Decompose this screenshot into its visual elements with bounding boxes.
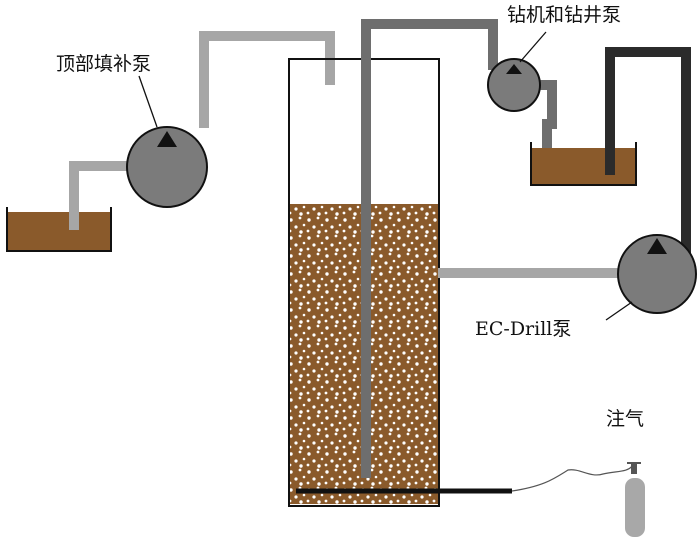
right-tank-liquid — [532, 148, 635, 184]
right-tank-outline — [530, 142, 637, 186]
pipe-drill-string — [361, 19, 498, 478]
pipe-left-tank-to-top-pump — [69, 161, 128, 230]
ec-drill-pump — [617, 234, 697, 314]
label-gas-injection: 注气 — [606, 408, 644, 430]
gas-cylinder-valve — [631, 462, 637, 474]
leader-drill-pump — [519, 31, 547, 63]
leader-ec-pump — [605, 301, 633, 321]
pump-arrow-icon — [647, 238, 667, 254]
gas-cylinder-icon — [625, 462, 645, 537]
gas-cylinder-body — [625, 478, 645, 537]
label-drill-pump: 钻机和钻井泵 — [507, 4, 621, 26]
right-tank — [530, 142, 637, 186]
left-tank-outline — [6, 207, 112, 252]
label-top-fill-pump: 顶部填补泵 — [56, 53, 151, 75]
pump-icon — [617, 234, 697, 314]
pipe-top-pump-to-vessel — [199, 31, 335, 128]
pipe-drill-pump-to-tank — [538, 80, 557, 150]
gas-supply-tube — [511, 465, 633, 492]
drill-pump — [487, 58, 541, 112]
label-ec-drill-pump: EC-Drill泵 — [475, 318, 571, 340]
pump-icon — [126, 126, 208, 208]
top-fill-pump — [126, 126, 208, 208]
left-tank — [6, 207, 112, 252]
pump-arrow-icon — [506, 64, 522, 74]
pump-arrow-icon — [157, 131, 177, 147]
leader-top-pump — [138, 75, 158, 128]
pump-icon — [487, 58, 541, 112]
left-tank-liquid — [7, 212, 110, 250]
